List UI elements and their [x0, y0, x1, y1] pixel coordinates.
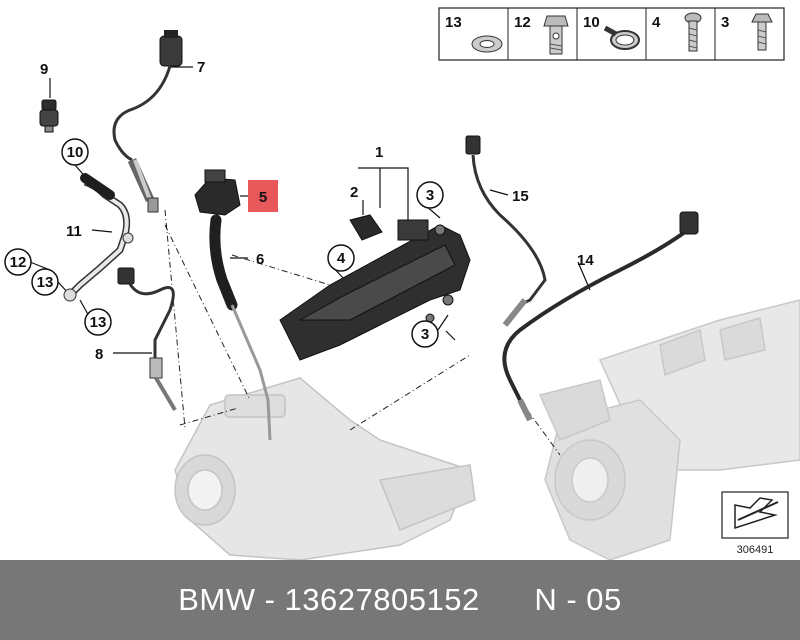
- legend-number-12: 12: [514, 14, 531, 31]
- sensor-9: [39, 99, 59, 133]
- footer-position: N - 05: [534, 582, 622, 617]
- legend-box: 13 12 10 4 3: [438, 7, 785, 61]
- legend-number-3: 3: [721, 14, 729, 31]
- sensor-14: [502, 211, 699, 422]
- hollow-bolt-icon: [543, 15, 569, 55]
- callout-labels: 9 7 10 11 12 13 13 8 5 6 1 2 3 4 3 15 14: [4, 59, 594, 363]
- washer-icon: [471, 35, 503, 53]
- screw-icon: [684, 12, 702, 52]
- callout-14: 14: [577, 252, 594, 269]
- hose-clamp-icon: [603, 25, 640, 50]
- footer-brand: BMW: [178, 582, 256, 617]
- pressure-sensor-5: [194, 169, 241, 216]
- temperature-sensor-8: [117, 267, 177, 412]
- callout-13b: 13: [90, 314, 107, 331]
- oxygen-sensor-7: [112, 30, 183, 213]
- callout-12-circle: [4, 248, 32, 276]
- callout-3a-circle: [416, 181, 444, 209]
- bracket-4: [279, 219, 471, 361]
- hose-6: [209, 214, 272, 441]
- callout-4-circle: [327, 244, 355, 272]
- callout-6: 6: [256, 251, 264, 268]
- clip-2: [349, 214, 383, 241]
- callout-3b-circle: [411, 320, 439, 348]
- callout-2: 2: [350, 184, 358, 201]
- legend-number-4: 4: [652, 14, 661, 31]
- callout-15: 15: [512, 188, 529, 205]
- callout-4: 4: [337, 250, 346, 267]
- diagram-number: 306491: [737, 544, 774, 556]
- legend-number-13: 13: [445, 14, 462, 31]
- pressure-pipe-11: [63, 173, 134, 302]
- footer-gap: [480, 582, 535, 618]
- callout-8: 8: [95, 346, 103, 363]
- bolt-icon: [751, 13, 773, 51]
- callout-12: 12: [10, 254, 27, 271]
- footer-bar: BMW - 13627805152 N - 05: [0, 560, 800, 640]
- sensor-15: [465, 135, 547, 327]
- callout-5-highlight: [248, 180, 278, 212]
- callout-10-circle: [61, 138, 89, 166]
- footer-part-number: 13627805152: [284, 582, 480, 617]
- parts-diagram: 9 7 10 11 12 13 13 8 5 6 1 2 3 4 3 15 14…: [4, 7, 800, 560]
- callout-13b-circle: [84, 308, 112, 336]
- intake-manifold: [538, 299, 800, 560]
- callout-13a: 13: [37, 274, 54, 291]
- legend-number-10: 10: [583, 14, 600, 31]
- reference-lines: [164, 209, 561, 456]
- callout-3b: 3: [421, 326, 429, 343]
- callout-9: 9: [40, 61, 48, 78]
- callout-1: 1: [375, 144, 383, 161]
- callout-5: 5: [259, 189, 267, 206]
- footer-sep-1: -: [255, 582, 285, 617]
- callout-10: 10: [67, 144, 84, 161]
- callout-7: 7: [197, 59, 205, 76]
- callout-3a: 3: [426, 187, 434, 204]
- diagram-id-badge: 306491: [721, 491, 789, 556]
- callout-13a-circle: [31, 268, 59, 296]
- callout-11: 11: [66, 223, 82, 240]
- particulate-filter-housing: [174, 377, 476, 560]
